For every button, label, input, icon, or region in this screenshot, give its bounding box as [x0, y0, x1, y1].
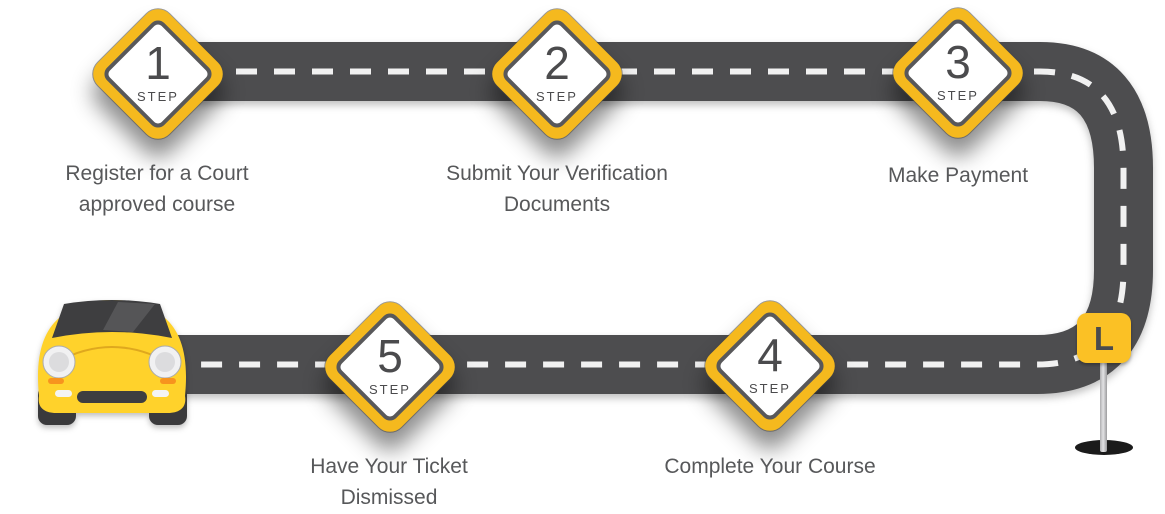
- step-1-content: 1 STEP: [86, 0, 230, 144]
- step-5-content: 5 STEP: [318, 293, 462, 437]
- car-headlight-left-inner: [49, 352, 69, 372]
- finish-sign-letter: L: [1093, 319, 1115, 357]
- car-indicator-left: [48, 378, 64, 384]
- step-number: 5: [377, 330, 403, 382]
- finish-sign-pole: [1100, 360, 1107, 452]
- step-4-content: 4 STEP: [698, 292, 842, 436]
- car-grille: [77, 391, 147, 403]
- caption-line: Submit Your Verification: [446, 162, 668, 185]
- caption-line: Dismissed: [340, 486, 438, 509]
- car-windshield-reflection: [103, 302, 155, 332]
- step-3-caption: Make Payment: [888, 160, 1028, 191]
- caption-line: Register for a Court: [65, 162, 249, 185]
- caption-line: Make Payment: [887, 164, 1029, 187]
- caption-line: approved course: [78, 193, 236, 216]
- step-word: STEP: [536, 89, 578, 104]
- step-1-sign: 1 STEP: [86, 2, 230, 146]
- step-number: 1: [145, 37, 171, 89]
- step-word: STEP: [137, 89, 179, 104]
- car-indicator-right: [160, 378, 176, 384]
- step-2-sign: 2 STEP: [485, 2, 629, 146]
- step-1-caption: Register for a Court approved course: [65, 158, 248, 220]
- step-word: STEP: [369, 382, 411, 397]
- caption-line: Have Your Ticket: [310, 455, 468, 478]
- step-number: 2: [544, 37, 570, 89]
- car-bumper-light-left: [55, 390, 72, 397]
- step-4-caption: Complete Your Course: [664, 451, 875, 482]
- step-3-content: 3 STEP: [886, 0, 1030, 143]
- step-word: STEP: [937, 88, 979, 103]
- car-headlight-right-inner: [155, 352, 175, 372]
- step-2-caption: Submit Your Verification Documents: [446, 158, 668, 220]
- step-word: STEP: [749, 381, 791, 396]
- finish-sign-plate: L: [1077, 313, 1131, 363]
- car-windshield: [52, 300, 172, 338]
- step-number: 3: [945, 36, 971, 88]
- step-4-sign: 4 STEP: [698, 294, 842, 438]
- caption-line: Complete Your Course: [664, 455, 876, 478]
- car-bumper-light-right: [152, 390, 169, 397]
- car-illustration: [37, 300, 187, 425]
- step-3-sign: 3 STEP: [886, 1, 1030, 145]
- step-number: 4: [757, 329, 783, 381]
- step-5-caption: Have Your Ticket Dismissed: [310, 451, 468, 513]
- step-5-sign: 5 STEP: [318, 295, 462, 439]
- step-2-content: 2 STEP: [485, 0, 629, 144]
- caption-line: Documents: [503, 193, 611, 216]
